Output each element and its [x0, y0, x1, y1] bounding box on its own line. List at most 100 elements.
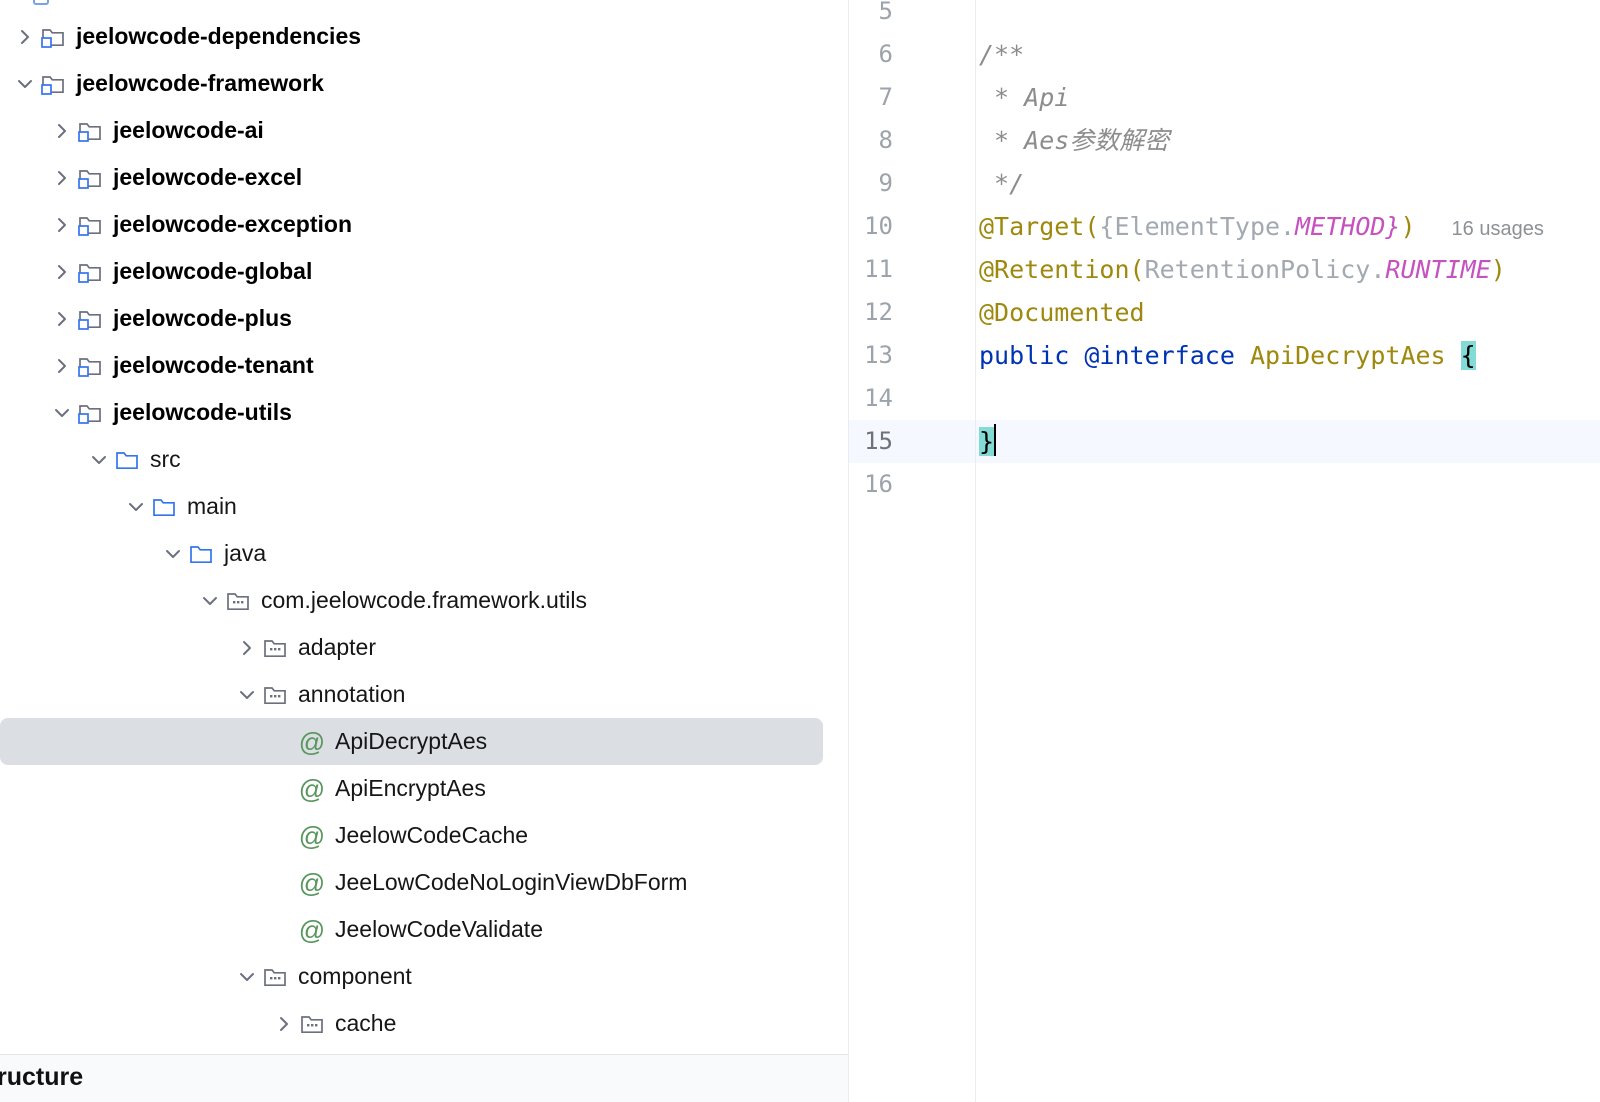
- line-number[interactable]: 6: [878, 40, 893, 68]
- tree-item[interactable]: jeelowcode-exception: [0, 201, 848, 248]
- code-token: @Documented: [979, 298, 1145, 327]
- tree-item[interactable]: jeelowcode-framework: [0, 60, 848, 107]
- code-line[interactable]: 15 }: [849, 420, 1600, 463]
- annotation-icon: @: [298, 867, 326, 898]
- code-token: /**: [979, 40, 1025, 69]
- tree-item[interactable]: src: [0, 436, 848, 483]
- package-icon: [225, 588, 251, 614]
- tree-item[interactable]: com.jeelowcode.framework.utils: [0, 577, 848, 624]
- code-token: @Retention(: [979, 255, 1145, 284]
- code-line[interactable]: 10 @Target({ElementType.METHOD})16 usage…: [849, 205, 1600, 248]
- code-line[interactable]: 6 /**: [849, 33, 1600, 76]
- line-number[interactable]: 13: [864, 341, 893, 369]
- line-number[interactable]: 7: [878, 83, 893, 111]
- tree-item-label: JeeLowCodeNoLoginViewDbForm: [335, 869, 688, 895]
- code-text: /**: [975, 33, 1024, 76]
- line-number[interactable]: 10: [864, 212, 893, 240]
- chevron-right-icon[interactable]: [232, 636, 262, 660]
- chevron-right-icon[interactable]: [47, 166, 77, 190]
- tree-item[interactable]: main: [0, 483, 848, 530]
- chevron-right-icon[interactable]: [47, 354, 77, 378]
- tree-item[interactable]: @ JeelowCodeCache: [0, 812, 848, 859]
- line-number[interactable]: 11: [864, 255, 893, 283]
- line-number[interactable]: 15: [864, 427, 893, 455]
- tree-item-label: jeelowcode-tenant: [113, 352, 314, 378]
- code-line[interactable]: 13 public @interface ApiDecryptAes {: [849, 334, 1600, 377]
- chevron-down-icon[interactable]: [121, 495, 151, 519]
- chevron-down-icon[interactable]: [84, 448, 114, 472]
- tree-item[interactable]: @ JeelowCodeValidate: [0, 906, 848, 953]
- line-number[interactable]: 12: [864, 298, 893, 326]
- line-number[interactable]: 14: [864, 384, 893, 412]
- chevron-right-icon[interactable]: [47, 260, 77, 284]
- module-icon: [77, 259, 103, 285]
- line-number[interactable]: 5: [878, 0, 893, 25]
- tree-item-label: jeelowcode-plus: [113, 305, 292, 331]
- code-line[interactable]: 5: [849, 0, 1600, 33]
- code-line[interactable]: 8 * Aes参数解密: [849, 119, 1600, 162]
- tree-item[interactable]: jeelowcode-dependencies: [0, 13, 848, 60]
- folder-icon: [151, 494, 177, 520]
- folder-icon: [114, 447, 140, 473]
- tree-item[interactable]: jeelowcode-tenant: [0, 342, 848, 389]
- project-tree: jeelowcode-dependencies jeelowcode-frame…: [0, 13, 848, 1047]
- tree-item[interactable]: @ ApiEncryptAes: [0, 765, 848, 812]
- tree-item[interactable]: adapter: [0, 624, 848, 671]
- code-line[interactable]: 14: [849, 377, 1600, 420]
- chevron-down-icon[interactable]: [47, 401, 77, 425]
- text-caret: [994, 424, 997, 456]
- chevron-right-icon[interactable]: [47, 119, 77, 143]
- chevron-right-icon: [269, 824, 299, 848]
- tree-item[interactable]: @ ApiDecryptAes: [0, 718, 823, 765]
- chevron-down-icon[interactable]: [10, 72, 40, 96]
- code-token: ): [1400, 212, 1416, 241]
- tree-item[interactable]: jeelowcode-ai: [0, 107, 848, 154]
- tree-item[interactable]: annotation: [0, 671, 848, 718]
- code-token: 16 usages: [1451, 218, 1544, 240]
- tree-item[interactable]: component: [0, 953, 848, 1000]
- module-icon: [40, 24, 66, 50]
- code-line[interactable]: 16: [849, 463, 1600, 506]
- tree-item[interactable]: jeelowcode-plus: [0, 295, 848, 342]
- tree-item[interactable]: jeelowcode-global: [0, 248, 848, 295]
- code-token: }: [1385, 212, 1401, 241]
- panel-splitter[interactable]: [848, 0, 849, 1102]
- code-token: * Aes参数解密: [979, 126, 1170, 155]
- annotation-icon: @: [298, 773, 326, 804]
- tree-item[interactable]: jeelowcode-excel: [0, 154, 848, 201]
- package-icon: [299, 1011, 325, 1037]
- chevron-down-icon[interactable]: [232, 965, 262, 989]
- code-token: METHOD: [1295, 212, 1386, 241]
- package-icon: [262, 682, 288, 708]
- tree-item-label: jeelowcode-framework: [76, 70, 324, 96]
- tree-item[interactable]: cache: [0, 1000, 848, 1047]
- code-token: RetentionPolicy.: [1144, 255, 1386, 284]
- tree-item-label: component: [298, 963, 412, 989]
- chevron-down-icon[interactable]: [158, 542, 188, 566]
- code-line[interactable]: 11 @Retention(RetentionPolicy.RUNTIME): [849, 248, 1600, 291]
- chevron-down-icon[interactable]: [232, 683, 262, 707]
- line-number[interactable]: 8: [878, 126, 893, 154]
- code-token: ElementType.: [1114, 212, 1296, 241]
- tree-item-label: JeelowCodeCache: [335, 822, 529, 848]
- tree-item[interactable]: @ JeeLowCodeNoLoginViewDbForm: [0, 859, 848, 906]
- code-line[interactable]: 7 * Api: [849, 76, 1600, 119]
- line-number[interactable]: 9: [878, 169, 893, 197]
- editor-panel[interactable]: 5 6 /** 7 * Api 8 * Aes参数解密 9 */ 10 @Tar…: [849, 0, 1600, 1102]
- code-text: */: [975, 162, 1024, 205]
- chevron-right-icon[interactable]: [47, 307, 77, 331]
- tree-item[interactable]: java: [0, 530, 848, 577]
- folder-icon: [188, 541, 214, 567]
- code-line[interactable]: 12 @Documented: [849, 291, 1600, 334]
- gutter-divider: [975, 0, 976, 1102]
- tree-item[interactable]: jeelowcode-utils: [0, 389, 848, 436]
- structure-panel[interactable]: ructure: [0, 1054, 848, 1102]
- code-line[interactable]: 9 */: [849, 162, 1600, 205]
- chevron-down-icon[interactable]: [195, 589, 225, 613]
- chevron-right-icon[interactable]: [47, 213, 77, 237]
- chevron-right-icon[interactable]: [10, 25, 40, 49]
- tree-item-label: jeelowcode-exception: [113, 211, 353, 237]
- line-number[interactable]: 16: [864, 470, 893, 498]
- chevron-right-icon[interactable]: [269, 1012, 299, 1036]
- annotation-icon: @: [298, 820, 326, 851]
